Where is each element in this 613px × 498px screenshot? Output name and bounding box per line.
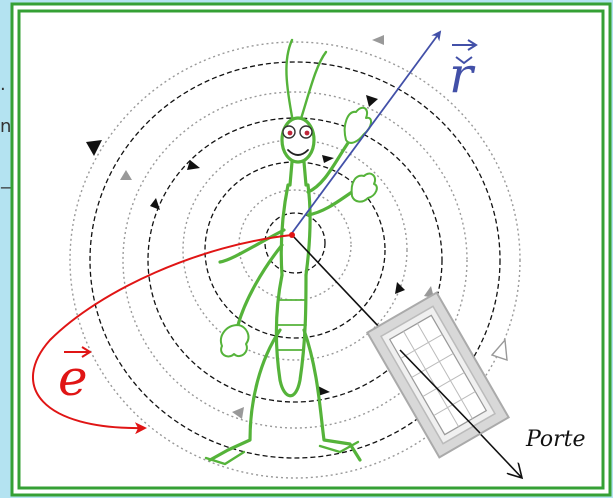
vector-e-arrow-mark xyxy=(64,346,92,358)
insect-arm-right-lower xyxy=(306,190,354,217)
insect-pupil-left xyxy=(287,130,293,136)
vector-r-label-group: r xyxy=(449,39,478,104)
insect-neck xyxy=(288,160,308,187)
door-grid xyxy=(400,323,476,427)
porte-label: Porte xyxy=(525,427,586,452)
arrow-head-gray-2 xyxy=(120,170,132,180)
arrow-head-black-large xyxy=(86,140,102,156)
vector-r-check-mark xyxy=(455,56,473,65)
arrow-head-gray-4 xyxy=(232,407,244,419)
circle-gray-1 xyxy=(238,189,352,301)
insect-hand-right-lower xyxy=(350,172,378,203)
insect-leg-right xyxy=(302,328,362,462)
insect-leg-left-upper xyxy=(218,228,286,264)
insect-segment-lines xyxy=(277,299,307,351)
circle-gray-2 xyxy=(182,139,408,361)
arrow-head-black-6 xyxy=(318,386,330,396)
circle-direction-arrows xyxy=(86,35,508,419)
arrow-head-gray-outline xyxy=(490,338,508,362)
circle-black-outer xyxy=(89,61,501,459)
stick-insect-figure xyxy=(204,38,378,466)
left-edge-fragment-1: · xyxy=(0,79,6,100)
arrow-head-black-1 xyxy=(187,160,200,170)
inner-frame xyxy=(17,9,605,490)
circle-gray-3 xyxy=(122,91,468,429)
vector-e-curve xyxy=(32,234,293,435)
insect-hand-left xyxy=(220,324,250,358)
circle-black-1 xyxy=(264,212,326,274)
vector-e-label: e xyxy=(58,349,88,407)
vector-r-arrow-mark xyxy=(452,39,478,51)
arrow-head-gray-1 xyxy=(372,35,384,45)
vector-r-label: r xyxy=(449,46,476,104)
insect-pupil-right xyxy=(304,130,310,136)
door-window-icon xyxy=(365,291,511,459)
arrow-head-black-4 xyxy=(322,155,334,163)
insect-arm-left xyxy=(236,243,284,327)
arrow-head-black-2 xyxy=(366,95,378,107)
circle-gray-outer xyxy=(69,41,521,479)
insect-arm-right-upper xyxy=(306,138,352,194)
insect-leg-left-foot xyxy=(204,450,246,466)
insect-leg-left xyxy=(208,328,282,462)
left-edge-fragment-2: n xyxy=(0,116,11,137)
origin-point xyxy=(289,232,295,238)
insect-antenna-right xyxy=(298,50,328,124)
insect-abdomen xyxy=(274,273,308,398)
arrow-head-black-3 xyxy=(150,198,160,210)
insect-leg-right-foot xyxy=(318,440,360,454)
insect-hand-right-upper xyxy=(343,106,372,144)
insect-antenna-left xyxy=(285,38,295,124)
arrow-head-black-5 xyxy=(395,282,405,294)
insect-mouth xyxy=(287,149,309,156)
vector-r-line xyxy=(291,30,442,234)
door-normal-line-over xyxy=(399,349,481,434)
vector-e-label-group: e xyxy=(58,346,92,407)
door-glass xyxy=(388,314,488,436)
